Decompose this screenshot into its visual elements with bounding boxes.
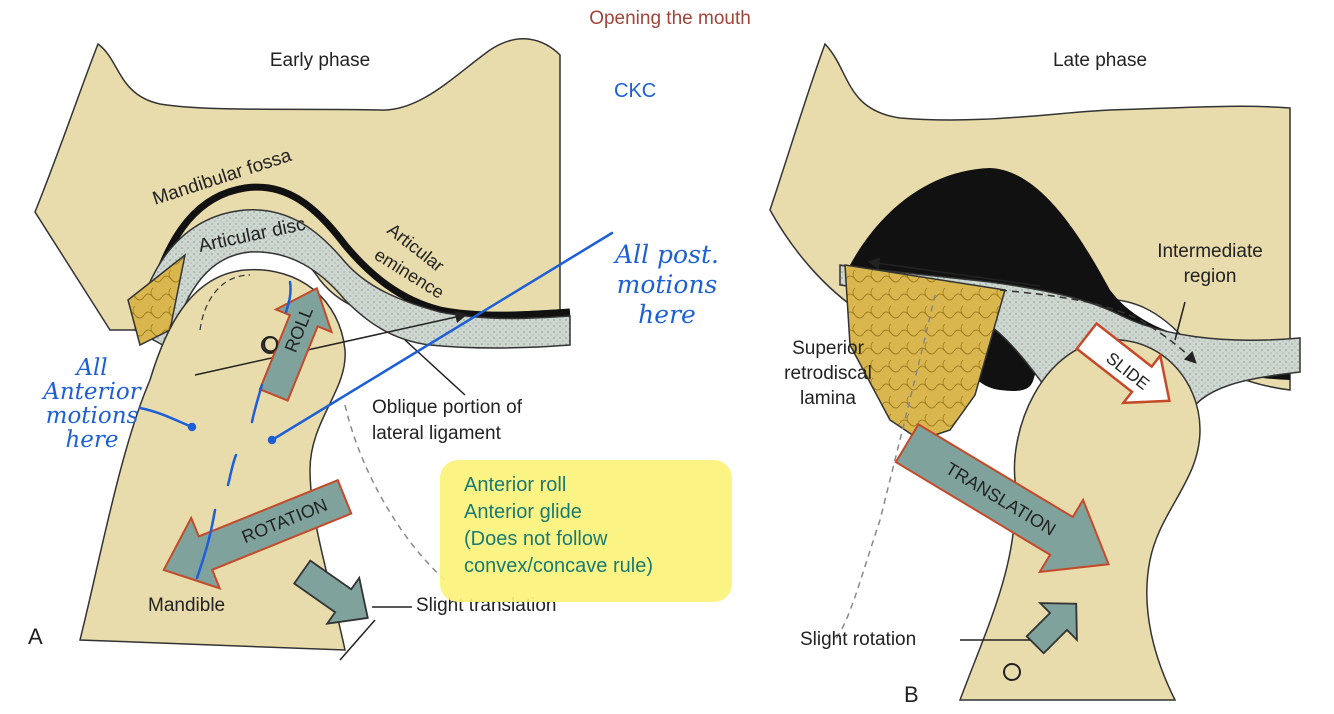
slight-rotation-arrow (1025, 602, 1078, 655)
panel-a-phase: Early phase (269, 50, 371, 71)
highlight-line-2: Anterior glide (464, 501, 582, 523)
label-slight-rotation: Slight rotation (800, 629, 917, 650)
anterior-note-line-3: motions (45, 403, 139, 429)
highlight-box (440, 460, 732, 602)
post-note: All post. motions here (592, 240, 742, 330)
label-intermediate-1: Intermediate (1157, 241, 1263, 262)
panel-b-phase: Late phase (1052, 50, 1148, 71)
anterior-note-line-2: Anterior (43, 379, 141, 405)
panel-a-illustration (34, 38, 571, 661)
label-intermediate-2: region (1183, 266, 1237, 287)
label-oblique-portion-2: lateral ligament (372, 423, 501, 444)
anterior-note-line-4: here (65, 427, 119, 453)
highlight-line-4: convex/concave rule) (464, 555, 653, 577)
roll-arrow (258, 286, 334, 402)
post-note-line-2: motions (616, 270, 718, 299)
label-superior-1: Superior (792, 338, 864, 359)
label-oblique-portion-1: Oblique portion of (372, 397, 522, 418)
label-superior-2: retrodiscal (784, 363, 872, 384)
label-mandible: Mandible (148, 595, 226, 616)
highlight-line-3: (Does not follow (464, 528, 608, 550)
label-axis-a: O (262, 332, 279, 357)
translation-arrow (894, 422, 1110, 574)
post-note-line-3: here (638, 300, 696, 329)
highlight-note: Anterior roll Anterior glide (Does not f… (464, 472, 653, 580)
anterior-note-line-1: All (76, 355, 108, 381)
annotation-strokes (138, 231, 614, 580)
panel-a-letter: A (28, 624, 43, 649)
panel-b-letter: B (904, 682, 919, 707)
post-note-line-1: All post. (615, 240, 719, 269)
slide-arrow (1075, 321, 1171, 405)
figure-title: Opening the mouth (589, 8, 751, 29)
axis-of-rotation-b (1003, 663, 1021, 681)
articular-disc-a (134, 209, 571, 352)
highlight-line-1: Anterior roll (464, 474, 567, 496)
label-superior-3: lamina (800, 388, 856, 409)
rotation-arrow (162, 478, 353, 590)
anterior-note: All Anterior motions here (22, 356, 162, 452)
slight-translation-arrow (292, 559, 369, 625)
ckc-note: CKC (614, 80, 657, 102)
panel-b-illustration (769, 42, 1301, 701)
